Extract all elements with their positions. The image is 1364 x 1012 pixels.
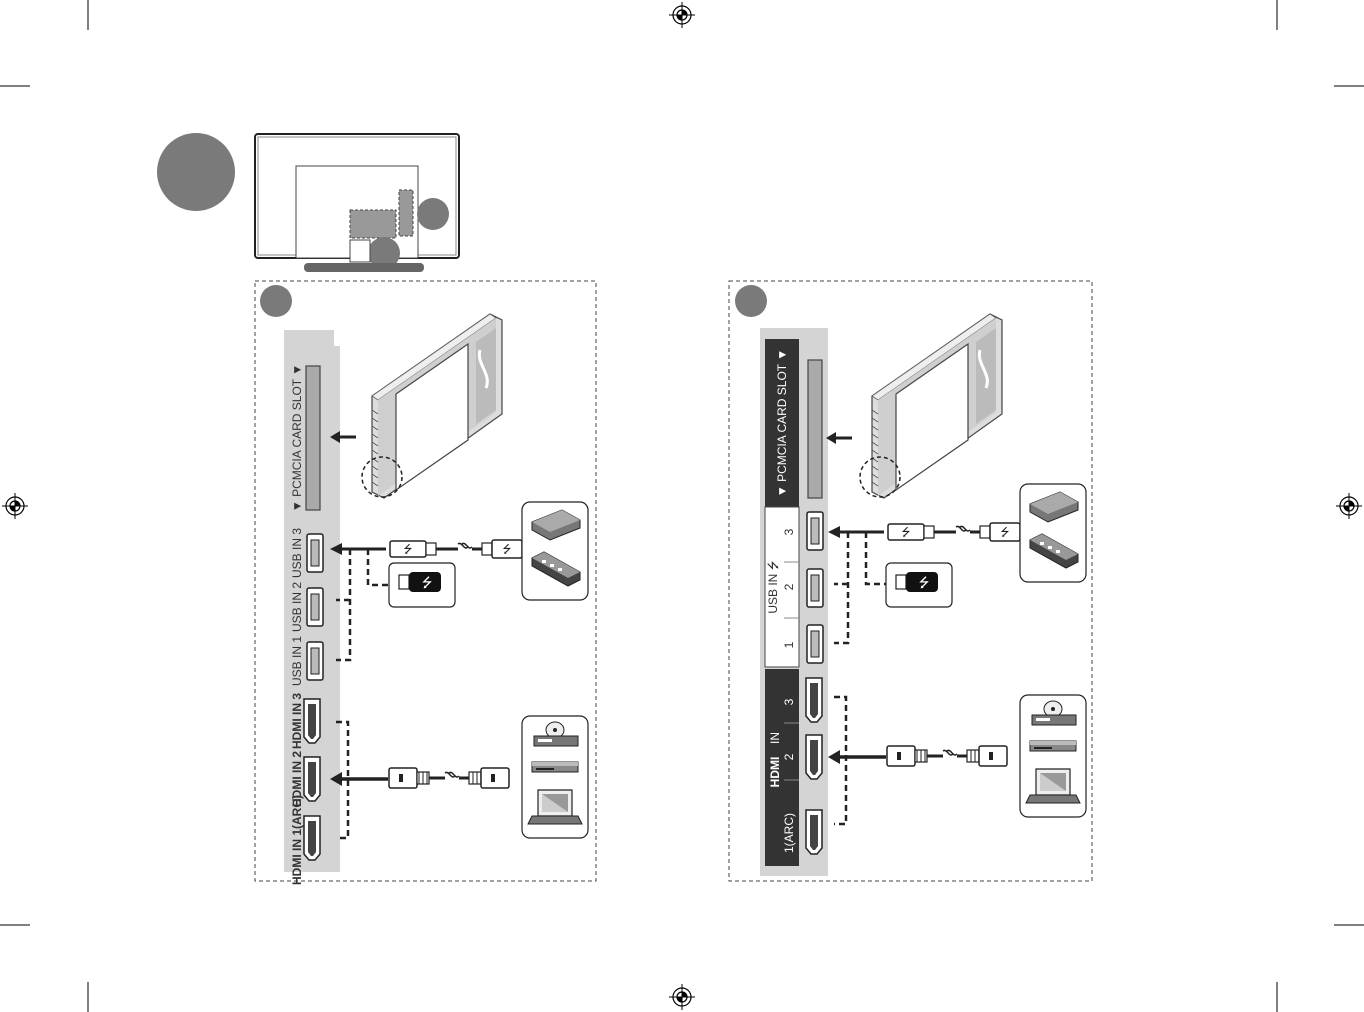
usb-flash-drive-icon: [388, 562, 456, 608]
hdmi-port-3: [805, 677, 823, 723]
usb-in-2-label: USB IN 2: [290, 582, 304, 632]
hdmi-number-3: 3: [782, 698, 796, 705]
dvd-player-icon: [1019, 694, 1087, 818]
usb-port-1: [806, 624, 824, 664]
hdmi-label-bg: [765, 669, 799, 866]
hdmi-in-1-arc-label: HDMI IN 1(ARC): [290, 795, 304, 885]
registration-mark-icon: [1335, 492, 1363, 520]
registration-mark-icon: [668, 1, 696, 29]
usb-port-3: [306, 533, 324, 573]
hdmi-port-1: [303, 815, 321, 861]
usb-port-2: [806, 568, 824, 608]
usb-connection-lines: [336, 547, 388, 662]
usb-in-1-label: USB IN 1: [290, 636, 304, 686]
hdmi-port-3: [303, 698, 321, 744]
panel-b-badge: [735, 285, 767, 317]
usb-in-3-label: USB IN 3: [290, 528, 304, 578]
pcmcia-label-bg: [765, 339, 799, 507]
hdmi-connection-lines: [834, 695, 886, 826]
hdmi-in-3-label: HDMI IN 3: [290, 693, 304, 749]
usb-in-group-label: USB IN ⭍: [766, 560, 780, 613]
hdmi-port-2: [303, 756, 321, 802]
usb-number-3: 3: [782, 528, 796, 535]
registration-mark-icon: [1, 492, 29, 520]
usb-flash-drive-icon: [885, 562, 953, 608]
insert-arrow: [826, 432, 852, 444]
usb-port-3: [806, 511, 824, 551]
hard-drive-icon: [1019, 483, 1087, 583]
hdmi-number-1-arc: 1(ARC): [782, 813, 796, 853]
hdmi-port-2: [805, 734, 823, 780]
hdmi-number-2: 2: [782, 753, 796, 760]
hdmi-port-1: [805, 809, 823, 855]
pcmcia-slot-label: ▼ PCMCIA CARD SLOT ▼: [290, 364, 304, 512]
usb-label-bg: [764, 506, 800, 668]
panel-b: ▼ PCMCIA CARD SLOT ▼ USB IN ⭍ 3 2 1 HDMI…: [728, 280, 1093, 882]
usb-connection-lines: [834, 530, 886, 645]
panel-a-badge: [260, 285, 292, 317]
hdmi-in-2-label: HDMI IN 2: [290, 751, 304, 807]
panel-a: ▼ PCMCIA CARD SLOT ▼ USB IN 3 USB IN 2 U…: [254, 280, 597, 885]
tv-rear-icon: [254, 133, 460, 272]
pcmcia-slot: [305, 365, 321, 511]
pcmcia-slot-label: ▼ PCMCIA CARD SLOT ▼: [775, 349, 789, 497]
usb-number-2: 2: [782, 583, 796, 590]
usb-port-2: [306, 587, 324, 627]
insert-arrow: [330, 431, 356, 443]
dvd-player-icon: [521, 715, 589, 839]
usb-port-1: [306, 641, 324, 681]
usb-number-1: 1: [782, 641, 796, 648]
hdmi-in-label: IN: [768, 732, 782, 744]
pcmcia-slot: [807, 359, 823, 499]
step-badge: [157, 133, 235, 211]
registration-mark-icon: [668, 983, 696, 1011]
hdmi-connection-lines: [336, 720, 388, 840]
hdmi-brand-label: HDMI: [768, 757, 782, 788]
hard-drive-icon: [521, 501, 589, 601]
